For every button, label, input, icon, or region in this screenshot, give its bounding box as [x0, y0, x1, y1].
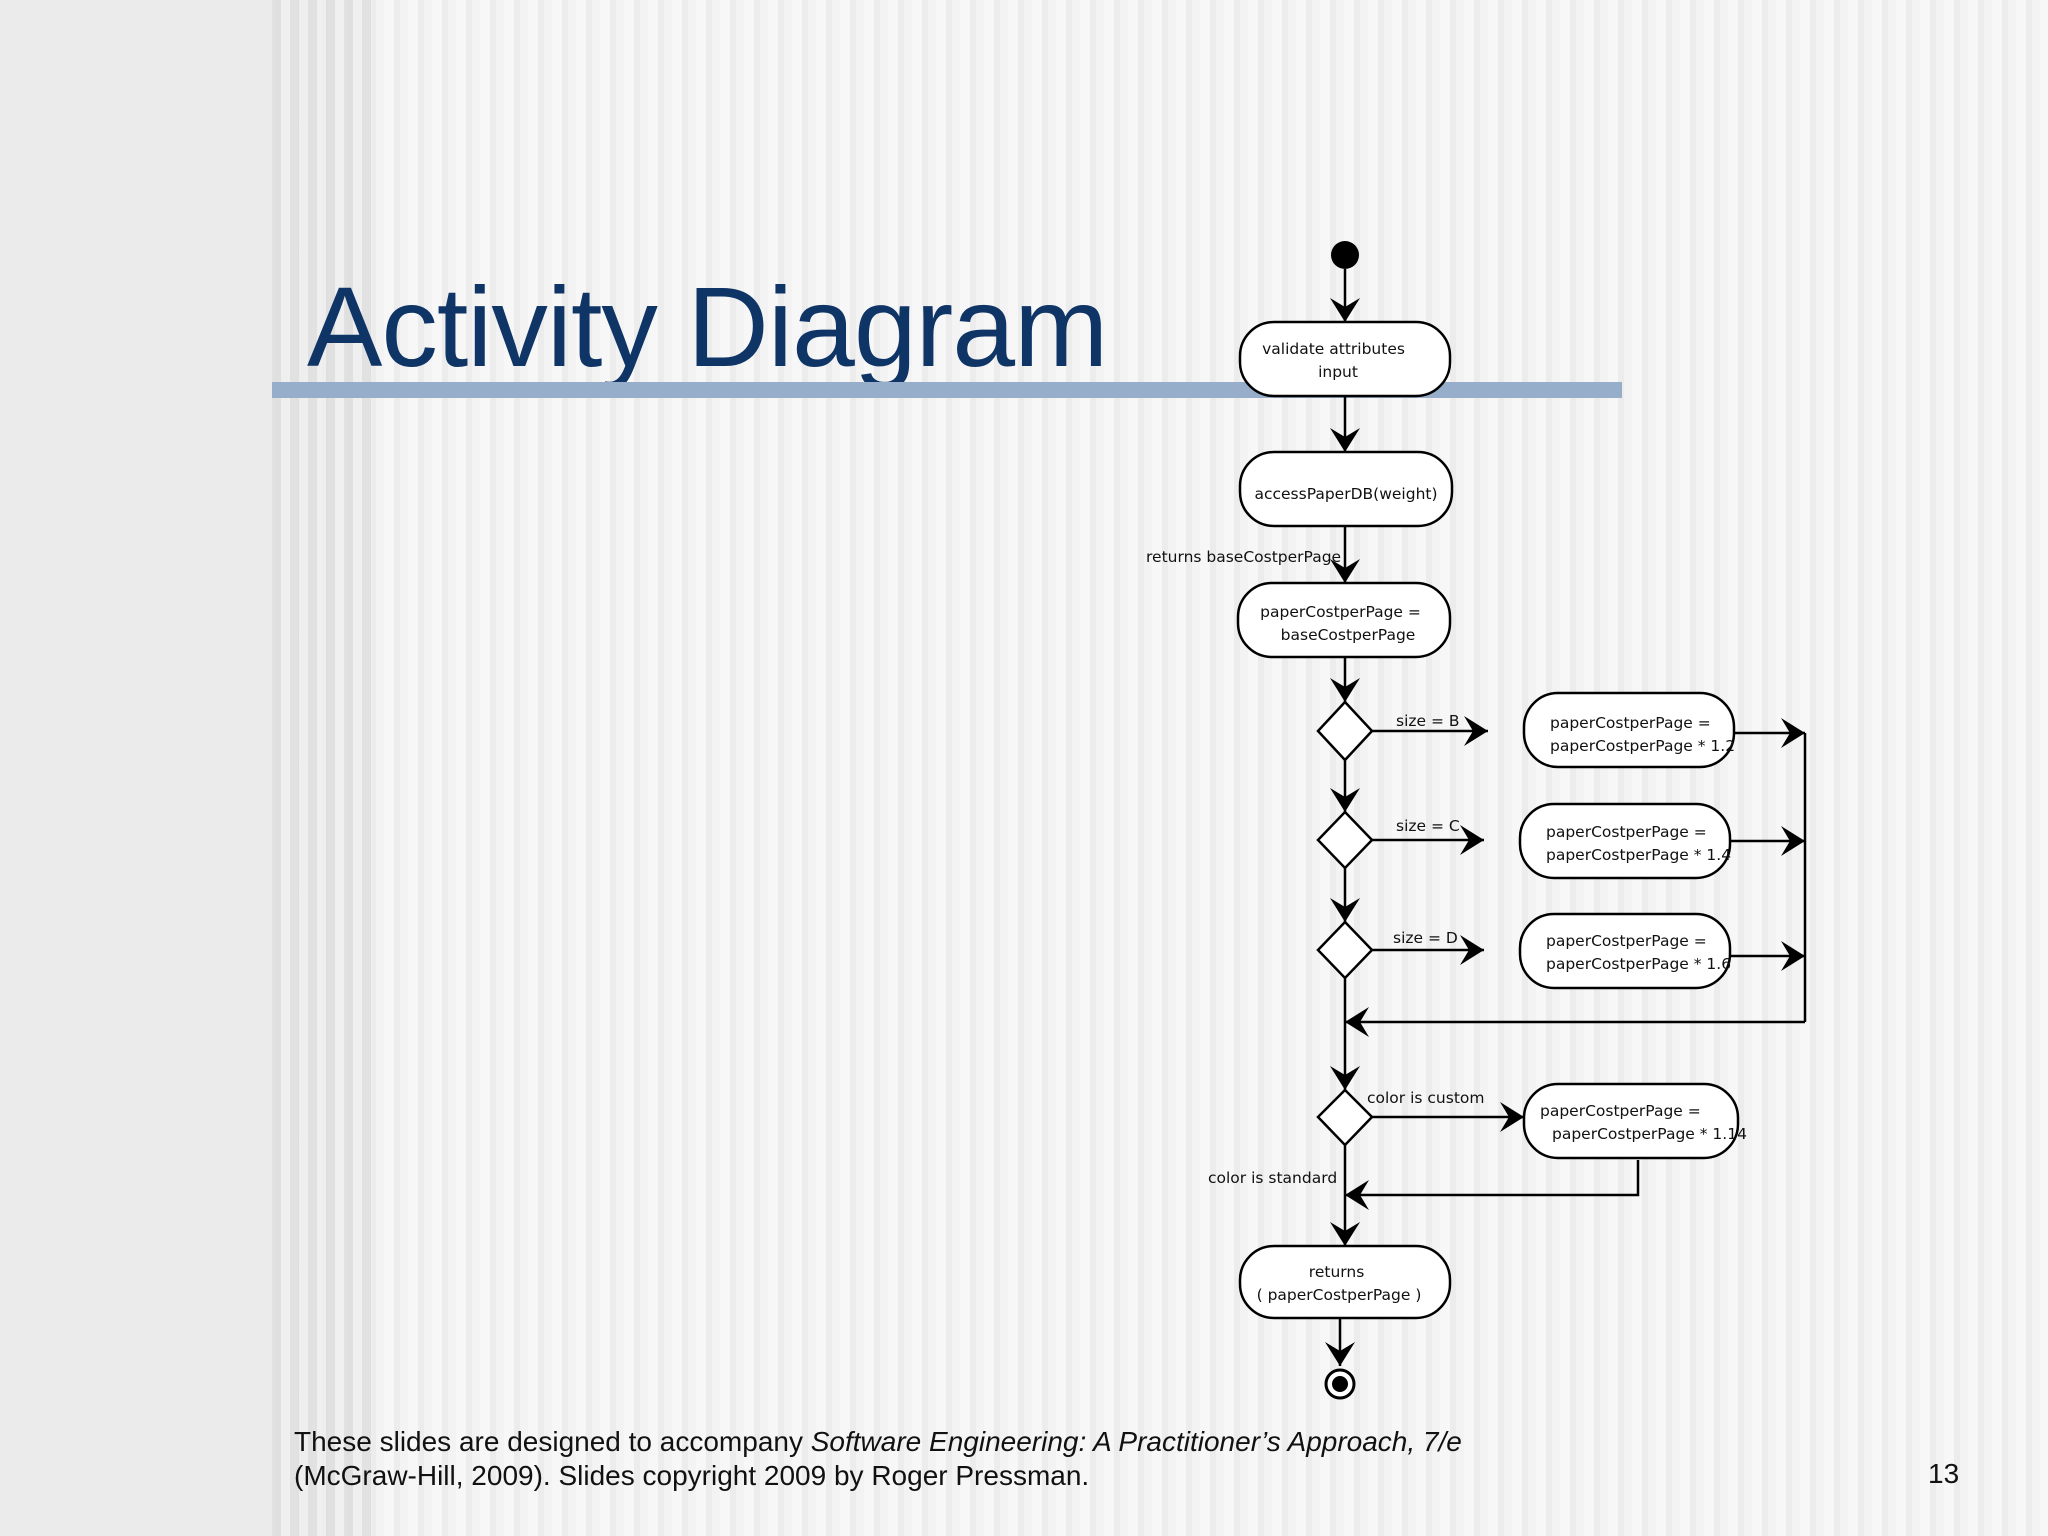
- footer-line-2: (McGraw-Hill, 2009). Slides copyright 20…: [294, 1460, 1090, 1491]
- edge-label-size-b: size = B: [1396, 712, 1460, 730]
- action-assign-base: [1236, 581, 1452, 659]
- edge-label-returns-base: returns baseCostperPage: [1146, 548, 1341, 566]
- multiply-d-label: paperCostperPage = paperCostperPage * 1.…: [1546, 932, 1731, 973]
- action-multiply-b: [1522, 691, 1736, 769]
- returns-label: returns ( paperCostperPage ): [1257, 1263, 1422, 1304]
- edge-label-size-c: size = C: [1396, 817, 1460, 835]
- edge-custom-back: [1345, 1160, 1640, 1210]
- footer-prefix: These slides are designed to accompany: [294, 1426, 811, 1457]
- slide-title: Activity Diagram: [307, 264, 1108, 390]
- edges: [1325, 269, 1807, 1366]
- validate-label: validate attributes input: [1262, 340, 1410, 381]
- initial-node: [1331, 241, 1359, 269]
- action-multiply-c: [1518, 802, 1732, 880]
- decision-size-c: [1316, 810, 1374, 870]
- footer-book-title: Software Engineering: A Practitioner’s A…: [810, 1426, 1462, 1457]
- edge-label-color-standard: color is standard: [1208, 1169, 1337, 1187]
- decision-size-b: [1316, 700, 1374, 762]
- edge-label-color-custom: color is custom: [1367, 1089, 1484, 1107]
- decision-size-d: [1316, 920, 1374, 980]
- slide-stripe-band: [272, 0, 372, 1536]
- decision-color: [1316, 1088, 1374, 1147]
- slide-footer: These slides are designed to accompany S…: [294, 1425, 1462, 1493]
- multiply-b-label: paperCostperPage = paperCostperPage * 1.…: [1550, 714, 1735, 755]
- action-multiply-d: [1518, 912, 1732, 990]
- edge-label-size-d: size = D: [1393, 929, 1458, 947]
- action-multiply-custom: [1522, 1082, 1740, 1160]
- action-returns: [1238, 1244, 1452, 1320]
- multiply-custom-label: paperCostperPage = paperCostperPage * 1.…: [1540, 1102, 1747, 1143]
- action-validate: [1238, 320, 1452, 398]
- assign-base-label: paperCostperPage = baseCostperPage: [1260, 603, 1426, 644]
- page-number: 13: [1928, 1458, 1960, 1489]
- multiply-c-label: paperCostperPage = paperCostperPage * 1.…: [1546, 823, 1731, 864]
- final-node-core: [1332, 1376, 1348, 1392]
- access-db-label: accessPaperDB(weight): [1254, 485, 1437, 503]
- footer-line-1: These slides are designed to accompany S…: [294, 1425, 1462, 1459]
- action-access-db: [1238, 450, 1454, 528]
